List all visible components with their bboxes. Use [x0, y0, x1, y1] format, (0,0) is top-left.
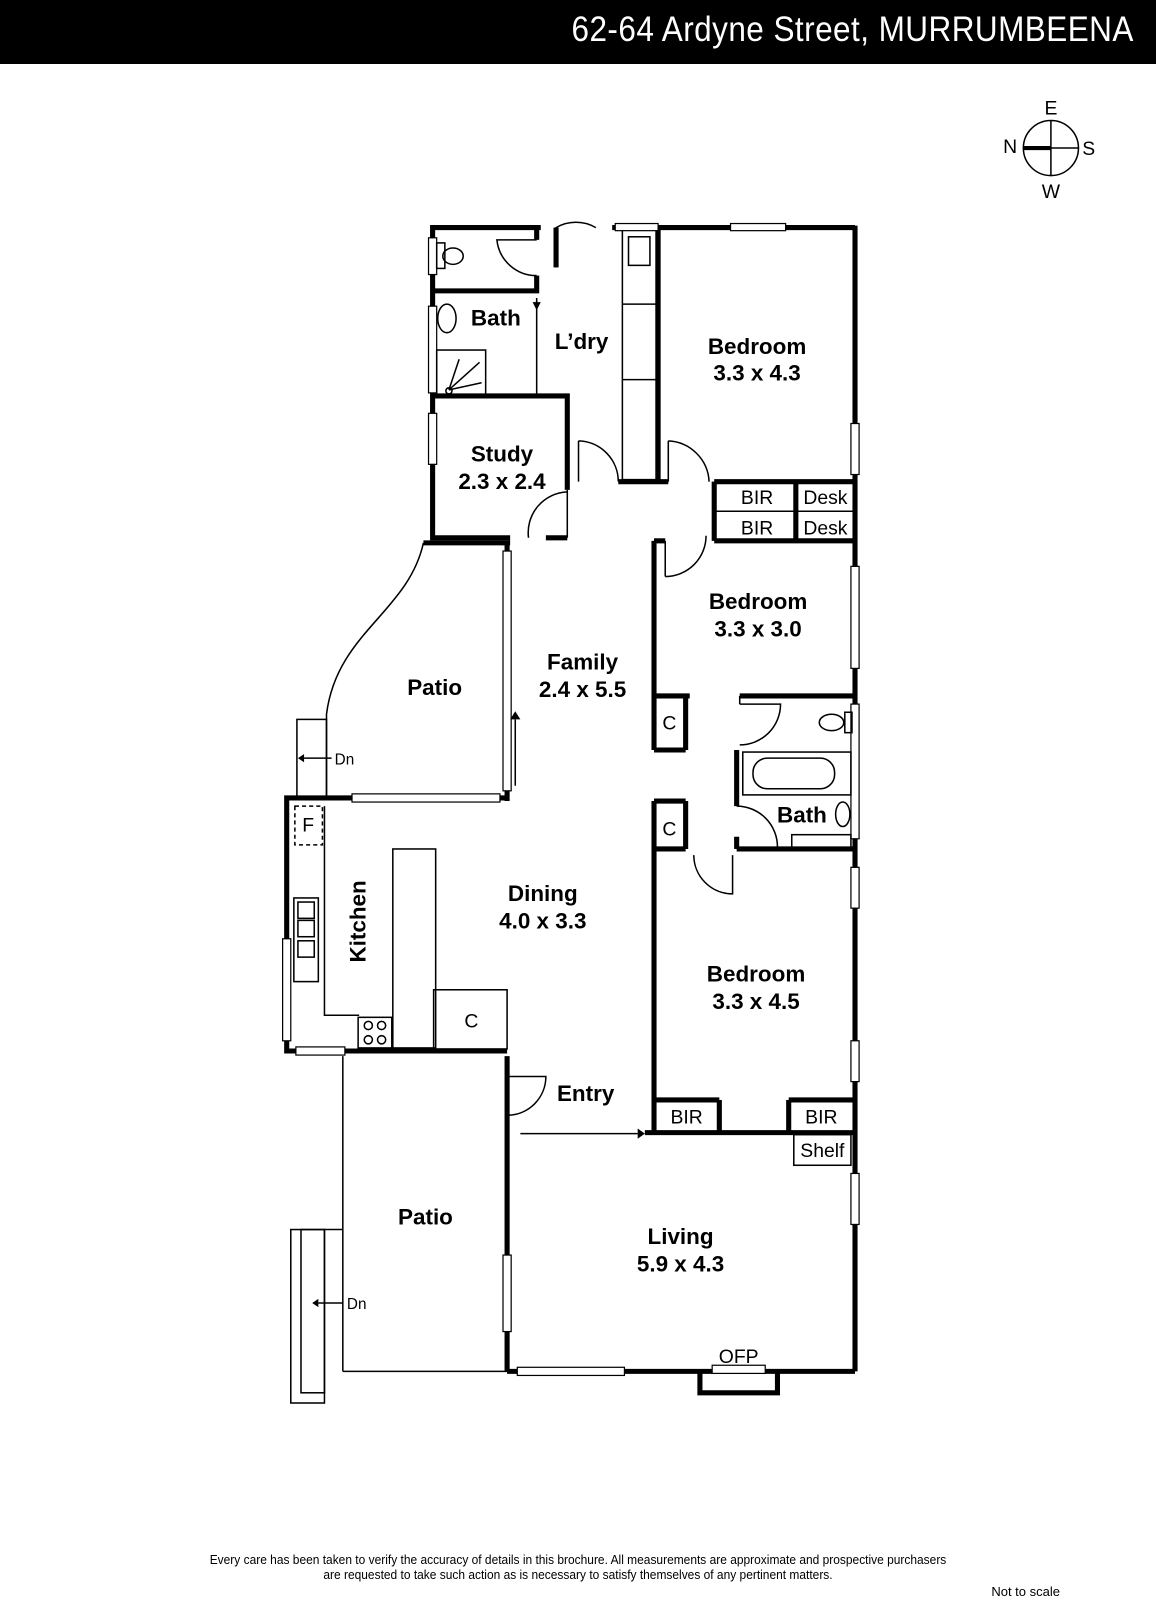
study-size: 2.3 x 2.4: [458, 469, 546, 494]
laundry-label: L’dry: [555, 329, 609, 354]
dining-label: Dining: [508, 881, 578, 906]
arrow-icon: [520, 1128, 645, 1139]
windows: [282, 222, 860, 1377]
compass-west: W: [1042, 181, 1061, 203]
cooktop-icon: [363, 1020, 387, 1045]
down-label: Dn: [347, 1296, 367, 1313]
bir-label: BIR: [741, 487, 773, 509]
disclaimer-line: are requested to take such action as is …: [323, 1567, 833, 1582]
not-to-scale-note: Not to scale: [991, 1584, 1060, 1599]
toilet-icon: [818, 711, 853, 734]
study-label: Study: [471, 441, 534, 466]
arrow-icon: [312, 1298, 343, 1308]
basin-icon: [790, 801, 852, 850]
entry-label: Entry: [557, 1081, 615, 1106]
down-label: Dn: [335, 751, 355, 768]
kitchen-label: Kitchen: [345, 880, 370, 962]
cupboard-label: C: [464, 1011, 478, 1033]
disclaimer-line: Every care has been taken to verify the …: [209, 1552, 947, 1567]
bedroom3-size: 3.3 x 4.5: [712, 989, 799, 1014]
toilet-icon: [435, 242, 464, 270]
compass-south: S: [1082, 138, 1095, 160]
arrow-icon: [510, 711, 521, 786]
bedroom3-label: Bedroom: [707, 962, 805, 987]
bir-label: BIR: [671, 1106, 703, 1128]
bedroom2-size: 3.3 x 3.0: [714, 617, 801, 642]
patio-label: Patio: [398, 1204, 453, 1229]
desk-label: Desk: [803, 487, 847, 509]
compass-east: E: [1044, 97, 1057, 119]
patio-label: Patio: [407, 675, 462, 700]
fireplace-label: OFP: [719, 1346, 759, 1368]
disclaimer: Every care has been taken to verify the …: [46, 1552, 1110, 1582]
bir-label: BIR: [805, 1106, 837, 1128]
family-label: Family: [547, 649, 619, 674]
bath-label: Bath: [777, 802, 827, 827]
fixtures: [297, 242, 853, 1308]
living-label: Living: [648, 1224, 714, 1249]
cupboard-label: C: [662, 713, 676, 735]
compass-icon: N S E W: [1003, 97, 1095, 203]
bir-label: BIR: [741, 518, 773, 540]
living-size: 5.9 x 4.3: [637, 1251, 724, 1276]
bedroom1-label: Bedroom: [708, 334, 806, 359]
walls: [284, 225, 858, 1404]
doors: [496, 221, 782, 1117]
bath-label: Bath: [471, 306, 521, 331]
shelf-label: Shelf: [800, 1140, 845, 1162]
sink-icon: [297, 901, 316, 958]
compass-north: N: [1003, 136, 1017, 158]
bedroom2-label: Bedroom: [709, 589, 807, 614]
header-bar: 62-64 Ardyne Street, MURRUMBEENA: [0, 0, 1156, 64]
arrow-icon: [532, 298, 541, 311]
fridge-label: F: [302, 815, 314, 837]
shower-icon: [435, 349, 487, 397]
property-address-title: 62-64 Ardyne Street, MURRUMBEENA: [571, 10, 1134, 49]
basin-icon: [436, 303, 457, 334]
family-size: 2.4 x 5.5: [539, 677, 626, 702]
bedroom1-size: 3.3 x 4.3: [713, 361, 800, 386]
room-labels: Bath L’dry Bedroom 3.3 x 4.3 Study 2.3 x…: [302, 306, 848, 1369]
arrow-icon: [297, 754, 332, 763]
cupboard-label: C: [662, 819, 676, 841]
bathtub-icon: [742, 751, 852, 796]
desk-label: Desk: [803, 518, 847, 540]
dining-size: 4.0 x 3.3: [499, 909, 586, 934]
